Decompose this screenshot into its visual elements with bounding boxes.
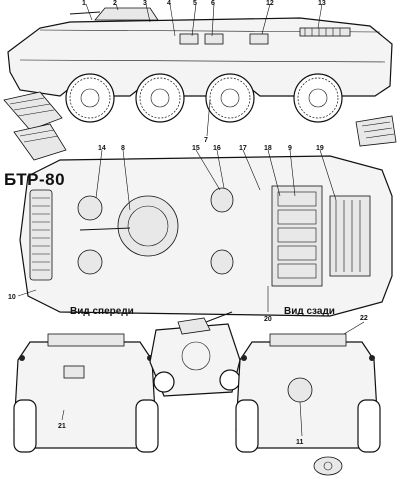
detail-coupling <box>313 456 343 476</box>
top-commander-hatch <box>77 249 103 275</box>
rear-view: 22 11 <box>235 315 381 476</box>
front-winch <box>63 365 85 379</box>
inset-detail-left <box>3 91 67 161</box>
wheel-4 <box>293 73 343 123</box>
top-rear-grille <box>329 195 371 277</box>
callout-top-17: 17 <box>239 145 247 152</box>
side-view: 1 2 3 4 5 6 12 13 <box>7 0 393 123</box>
wheel-2 <box>135 73 185 123</box>
callout-side-1: 1 <box>82 0 86 7</box>
side-vent-grille <box>299 27 351 37</box>
rear-hatch-11 <box>287 377 313 403</box>
top-gun-barrel <box>79 227 131 231</box>
side-turret <box>94 7 159 21</box>
inset-detail-right <box>355 115 397 147</box>
rear-wheel-right <box>357 399 381 453</box>
front-headlight-left <box>19 355 25 361</box>
callout-side-13: 13 <box>318 0 326 7</box>
top-view: 14 8 15 16 17 18 9 19 10 20 7 <box>8 99 393 323</box>
wheel-3 <box>205 73 255 123</box>
callout-front-21: 21 <box>58 423 66 430</box>
top-turret <box>117 195 179 257</box>
callout-top-16: 16 <box>213 145 221 152</box>
side-gun-barrel <box>69 11 101 15</box>
callout-top-7: 7 <box>204 137 208 144</box>
front-wheel-left <box>13 399 37 453</box>
callout-side-5: 5 <box>193 0 197 7</box>
side-hatch-2 <box>204 33 224 45</box>
top-hatch-16 <box>210 249 234 275</box>
callout-top-10: 10 <box>8 294 16 301</box>
callout-side-6: 6 <box>211 0 215 7</box>
front-turret-base <box>47 333 125 347</box>
callout-side-12: 12 <box>266 0 274 7</box>
rear-view-caption: Вид сзади <box>284 306 335 317</box>
side-wheels <box>65 73 343 123</box>
front-view: 21 <box>13 333 159 453</box>
top-engine-deck <box>271 185 323 287</box>
callout-top-18: 18 <box>264 145 272 152</box>
callout-top-9: 9 <box>288 145 292 152</box>
callout-rear-22: 22 <box>360 315 368 322</box>
callout-side-2: 2 <box>113 0 117 7</box>
callout-top-14: 14 <box>98 145 106 152</box>
callout-top-8: 8 <box>121 145 125 152</box>
wheel-1 <box>65 73 115 123</box>
top-driver-hatch <box>77 195 103 221</box>
callout-side-3: 3 <box>143 0 147 7</box>
front-view-caption: Вид спереди <box>70 306 134 317</box>
rear-wheel-left <box>235 399 259 453</box>
callout-top-19: 19 <box>316 145 324 152</box>
page-title: БТР-80 <box>4 170 66 189</box>
callout-top-15: 15 <box>192 145 200 152</box>
callout-rear-11: 11 <box>296 439 304 446</box>
callout-side-4: 4 <box>167 0 171 7</box>
rear-turret-base <box>269 333 347 347</box>
side-hatch-1 <box>179 33 199 45</box>
front-wheel-right <box>135 399 159 453</box>
top-front-louver <box>29 189 53 281</box>
callout-top-20: 20 <box>264 316 272 323</box>
side-hatch-3 <box>249 33 269 45</box>
perspective-view <box>149 311 241 397</box>
top-hatch-15 <box>210 187 234 213</box>
